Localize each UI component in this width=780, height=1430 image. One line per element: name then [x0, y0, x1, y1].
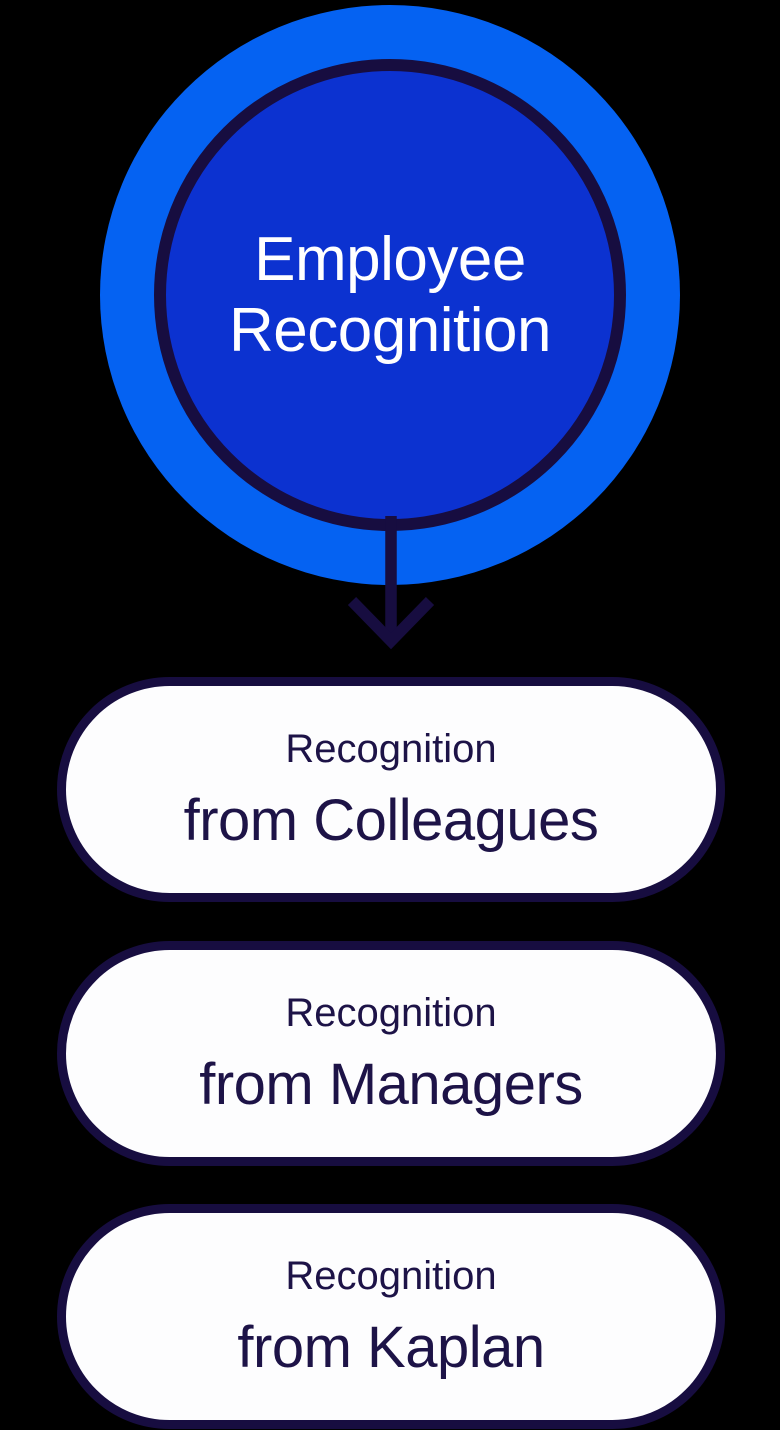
root-node-label: Employee Recognition	[229, 224, 551, 366]
node-recognition-from-colleagues: Recognition from Colleagues	[57, 677, 725, 902]
node-recognition-from-kaplan: Recognition from Kaplan	[57, 1204, 725, 1429]
root-node-label-line2: Recognition	[229, 296, 551, 365]
root-node-label-line1: Employee	[254, 225, 526, 294]
node-label-line1: Recognition	[285, 726, 497, 771]
down-arrow-icon	[347, 516, 435, 650]
node-label-line2: from Managers	[199, 1051, 583, 1117]
node-label-line2: from Colleagues	[183, 787, 599, 853]
node-recognition-from-managers: Recognition from Managers	[57, 941, 725, 1166]
node-label-line1: Recognition	[285, 990, 497, 1035]
node-label-line1: Recognition	[285, 1253, 497, 1298]
root-node-circle: Employee Recognition	[154, 59, 626, 531]
node-label-line2: from Kaplan	[237, 1314, 545, 1380]
